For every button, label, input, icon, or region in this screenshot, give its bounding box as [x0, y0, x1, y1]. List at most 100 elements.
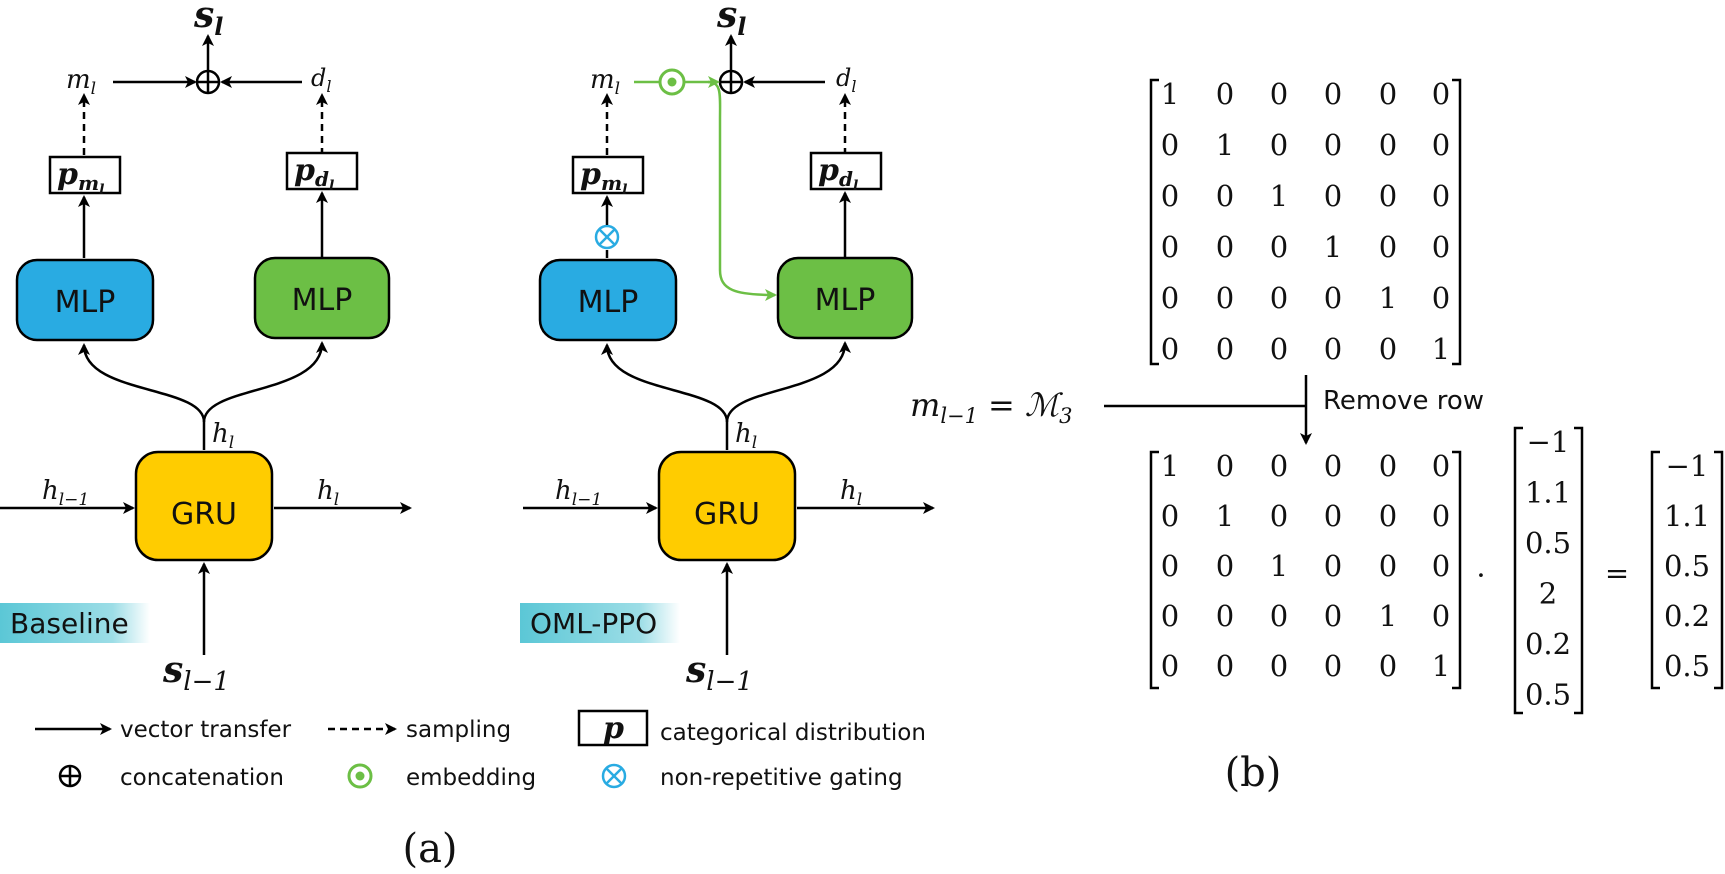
legend-sampling-text: sampling — [406, 717, 511, 743]
vector-cell: 2 — [1539, 577, 1557, 611]
matrix-cell: 0 — [1432, 179, 1450, 213]
matrix-cell: 0 — [1432, 499, 1450, 533]
remove-row-label: Remove row — [1323, 386, 1484, 416]
matrix-cell: 0 — [1379, 77, 1397, 111]
matrix-cell: 0 — [1432, 549, 1450, 583]
matrix-cell: 0 — [1216, 230, 1234, 264]
p-m-box — [571, 155, 645, 195]
matrix-cell: 0 — [1432, 77, 1450, 111]
matrix-cell: 1 — [1379, 281, 1397, 315]
matrix-cell: 0 — [1324, 549, 1342, 583]
matrix-cell: 1 — [1270, 549, 1288, 583]
s-in-label: sl−1 — [685, 649, 753, 697]
p-d-label: pdl — [818, 153, 858, 194]
p-d-box — [809, 151, 883, 191]
legend-embedding-text: embedding — [406, 765, 536, 791]
gru-label: GRU — [171, 497, 237, 532]
result-cell: 0.5 — [1664, 649, 1710, 683]
matrix-cell: 0 — [1432, 128, 1450, 162]
matrix-cell: 0 — [1161, 179, 1179, 213]
matrix-cell: 0 — [1379, 549, 1397, 583]
panel-b: 1 0 0 0 0 0 0 1 0 0 0 0 0 0 1 0 0 0 0 0 0 1 0 0 0 0 0 0 1 0 0 0 0 0 0 1 ml−… — [910, 77, 1724, 796]
input-lhs: ml−1=ℳ3 — [910, 386, 1072, 428]
caption-b: (b) — [1225, 750, 1282, 796]
matrix-cell: 0 — [1161, 332, 1179, 366]
matrix-cell: 0 — [1270, 449, 1288, 483]
embed-to-mlp-d-curve — [707, 80, 777, 301]
matrix-cell: 0 — [1216, 449, 1234, 483]
reduced-bracket-right — [1452, 450, 1462, 690]
result-cell: −1 — [1666, 449, 1709, 483]
oml-tag: OML-PPO — [530, 607, 657, 640]
mlp-d-box — [253, 256, 391, 340]
h-in-label: hl−1 — [555, 476, 602, 510]
legend: vector transfer sampling p categorical d… — [35, 709, 926, 791]
result-cell: 0.5 — [1664, 549, 1710, 583]
equals-operator: = — [1605, 556, 1629, 590]
h-out-label: hl — [840, 476, 862, 510]
oml-tag-bg — [520, 603, 680, 643]
matrix-cell: 0 — [1432, 449, 1450, 483]
matrix-cell: 0 — [1432, 230, 1450, 264]
matrix-cell: 0 — [1270, 77, 1288, 111]
matrix-cell: 0 — [1324, 449, 1342, 483]
matrix-cell: 0 — [1161, 128, 1179, 162]
embedding-icon — [658, 68, 686, 96]
matrix-cell: 0 — [1216, 599, 1234, 633]
matrix-cell: 0 — [1216, 281, 1234, 315]
gru-to-mlp-d-curve — [725, 341, 851, 423]
gru-to-mlp-m-curve — [601, 343, 729, 450]
vector-bracket-left — [1513, 426, 1523, 715]
vector-bracket-right — [1574, 426, 1584, 715]
gru-label: GRU — [694, 497, 760, 532]
matrix-cell: 0 — [1324, 332, 1342, 366]
mlp-d-label: MLP — [815, 283, 876, 318]
matrix-cell: 0 — [1270, 128, 1288, 162]
mlp-m-label: MLP — [55, 285, 116, 320]
s-out-label: sl — [716, 0, 746, 41]
matrix-cell: 0 — [1161, 649, 1179, 683]
matrix-cell: 0 — [1216, 649, 1234, 683]
mlp-d-label: MLP — [292, 283, 353, 318]
matrix-cell: 0 — [1324, 281, 1342, 315]
oml-diagram: sl ml dl pml pdl MLP — [520, 0, 935, 697]
gru-box — [134, 450, 274, 562]
d-label: dl — [311, 64, 332, 96]
p-d-box — [285, 151, 359, 191]
matrix-cell: 0 — [1216, 77, 1234, 111]
matrix-cell: 0 — [1379, 128, 1397, 162]
p-d-label: pdl — [294, 153, 334, 194]
baseline-diagram: sl ml dl pml pdl MLP MLP hl GRU hl−1 — [0, 0, 412, 697]
matrix-cell: 1 — [1379, 599, 1397, 633]
caption-a: (a) — [402, 826, 457, 872]
matrix-cell: 0 — [1379, 332, 1397, 366]
result-cell: 1.1 — [1664, 499, 1710, 533]
matrix-cell: 0 — [1216, 549, 1234, 583]
matrix-cell: 0 — [1270, 230, 1288, 264]
mlp-m-label: MLP — [578, 285, 639, 320]
matrix-cell: 1 — [1270, 179, 1288, 213]
legend-p-symbol: p — [603, 711, 624, 746]
matrix-cell: 1 — [1324, 230, 1342, 264]
baseline-tag-bg — [0, 603, 150, 643]
input-vector: −11.10.520.20.5 — [1525, 425, 1571, 712]
m-label: ml — [66, 65, 96, 99]
gru-to-mlp-m-curve — [78, 343, 206, 450]
matrix-cell: 0 — [1270, 499, 1288, 533]
matrix-cell: 0 — [1161, 230, 1179, 264]
gru-to-mlp-d-curve — [202, 341, 328, 423]
gating-icon — [601, 763, 627, 789]
matrix-cell: 0 — [1270, 332, 1288, 366]
matrix-cell: 0 — [1432, 281, 1450, 315]
matrix-cell: 0 — [1161, 599, 1179, 633]
legend-categorical-text: categorical distribution — [660, 720, 926, 746]
p-m-label: pml — [580, 157, 627, 198]
h-mid-label: hl — [735, 419, 757, 453]
matrix-cell: 1 — [1161, 449, 1179, 483]
legend-vector-text: vector transfer — [120, 717, 292, 743]
dot-operator: · — [1476, 558, 1485, 592]
identity-bracket-left — [1149, 78, 1159, 366]
reduced-bracket-left — [1149, 450, 1159, 690]
s-out-label: sl — [193, 0, 223, 41]
